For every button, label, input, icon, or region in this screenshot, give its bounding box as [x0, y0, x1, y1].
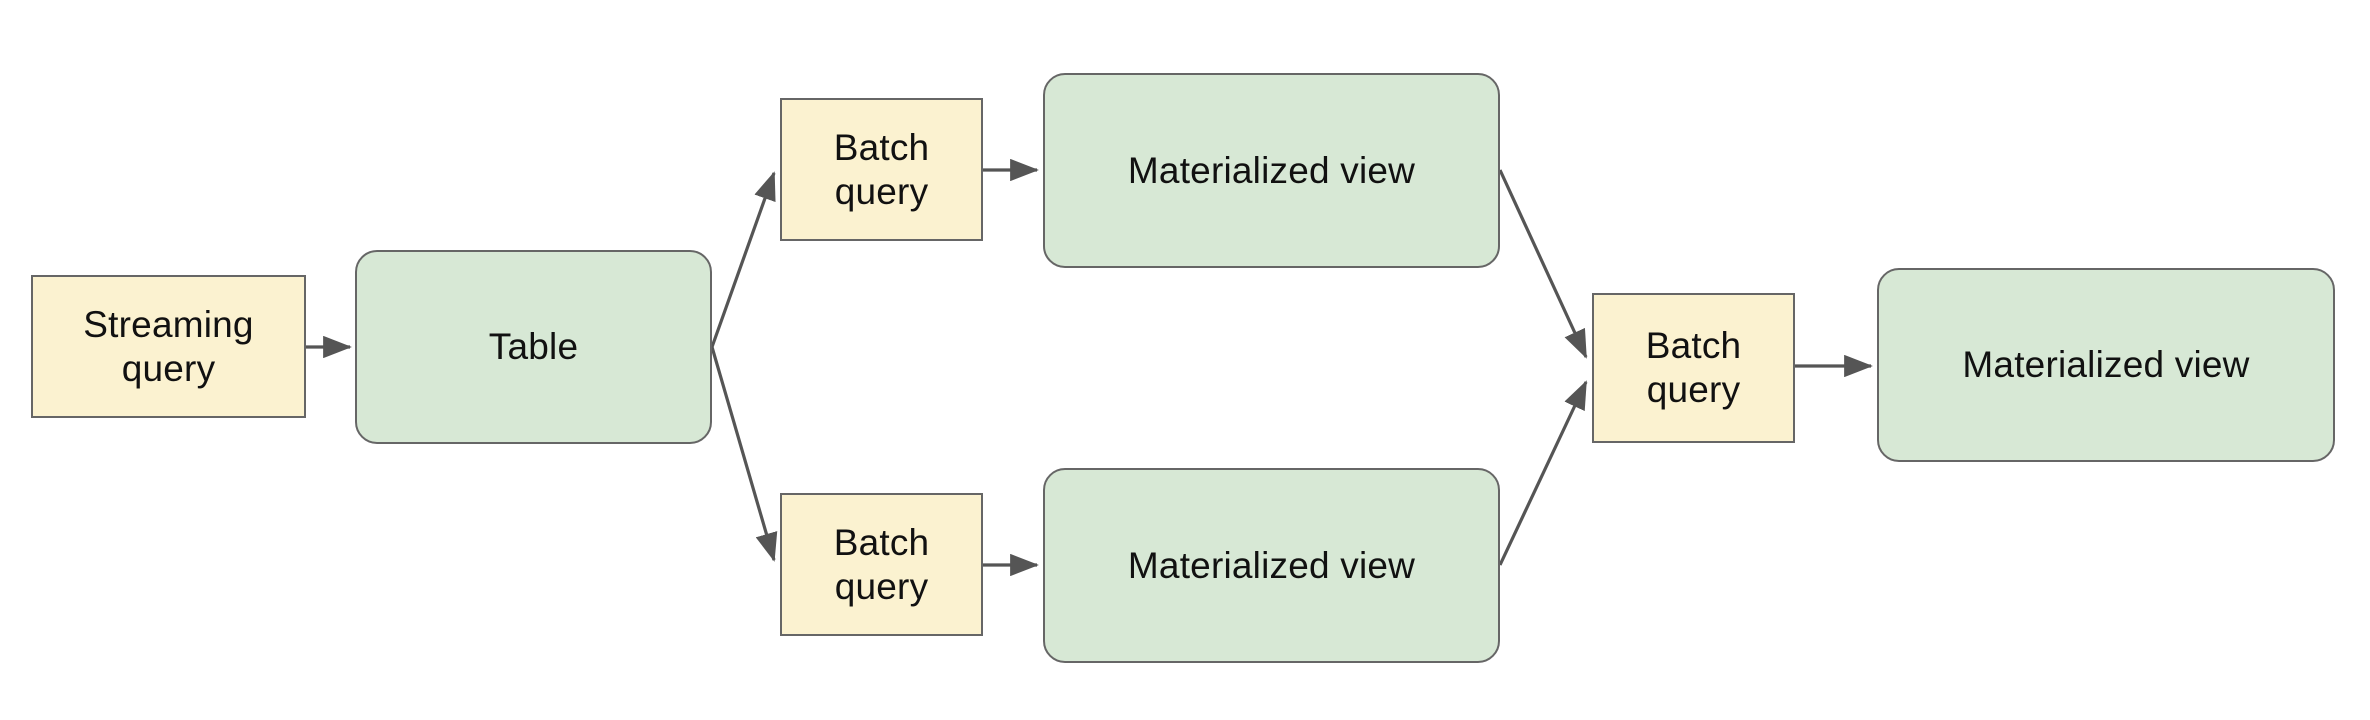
node-batch-query-top[interactable]: Batch query [780, 98, 983, 241]
node-label: Batch query [833, 126, 930, 212]
edge-table-to-batch-bottom [710, 346, 778, 562]
node-label: Streaming query [83, 303, 254, 389]
node-materialized-view-final[interactable]: Materialized view [1877, 268, 2335, 462]
node-batch-query-merge[interactable]: Batch query [1592, 293, 1795, 443]
node-table[interactable]: Table [355, 250, 712, 444]
node-streaming-query[interactable]: Streaming query [31, 275, 306, 418]
node-label: Table [488, 326, 579, 368]
node-batch-query-bottom[interactable]: Batch query [780, 493, 983, 636]
node-label: Materialized view [1962, 344, 2250, 386]
edge-table-to-batch-top [710, 171, 776, 348]
node-label: Batch query [833, 521, 930, 607]
node-label: Batch query [1645, 325, 1742, 410]
node-label: Materialized view [1127, 149, 1416, 191]
edge-mv-top-to-merge [1498, 169, 1588, 359]
node-materialized-view-bottom[interactable]: Materialized view [1043, 468, 1500, 663]
edge-mv-bottom-to-merge [1498, 380, 1588, 566]
node-label: Materialized view [1127, 544, 1416, 586]
node-materialized-view-top[interactable]: Materialized view [1043, 73, 1500, 268]
